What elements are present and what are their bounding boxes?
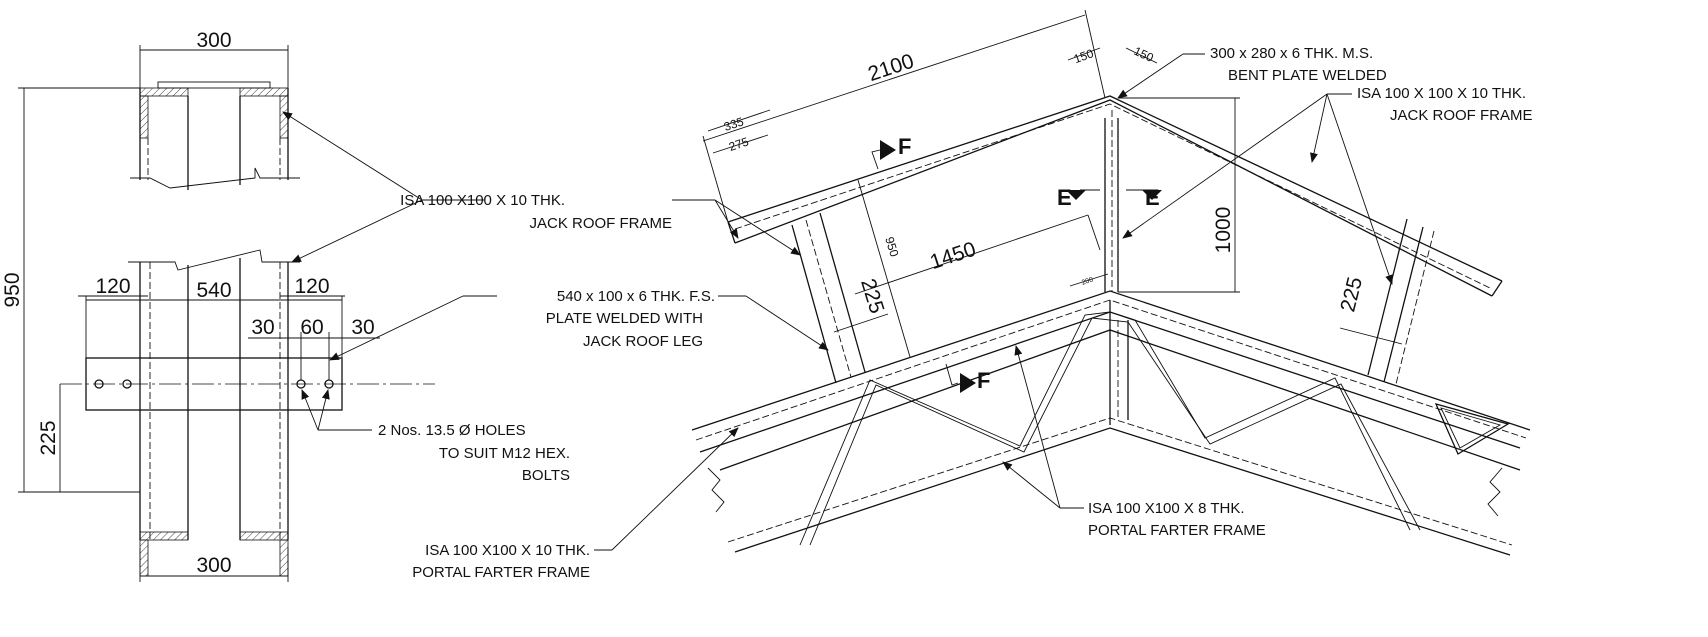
dim-mid-width: 540 — [196, 279, 231, 302]
note-portal-8-2: PORTAL FARTER FRAME — [1088, 522, 1266, 539]
dim-left-120: 120 — [95, 275, 130, 298]
dim-30-right: 30 — [351, 316, 374, 339]
note-bent-plate-2: BENT PLATE WELDED — [1228, 67, 1387, 84]
note-bent-plate-1: 300 x 280 x 6 THK. M.S. — [1210, 45, 1373, 62]
dim-60: 60 — [300, 316, 323, 339]
jack-roof-legs — [791, 212, 1435, 385]
note-jack-frame-2: JACK ROOF FRAME — [529, 215, 672, 232]
top-column-stub — [130, 81, 300, 190]
note-jack-right-2: JACK ROOF FRAME — [1390, 107, 1533, 124]
dim-275: 275 — [727, 134, 751, 154]
dim-950: 950 — [882, 235, 901, 259]
note-holes-1: 2 Nos. 13.5 Ø HOLES — [378, 422, 526, 439]
dim-225-left: 225 — [856, 276, 888, 316]
dim-height-225: 225 — [37, 420, 60, 455]
dim-225-right: 225 — [1336, 275, 1367, 315]
note-portal-8-1: ISA 100 X100 X 8 THK. — [1088, 500, 1245, 517]
note-holes-3: BOLTS — [522, 467, 570, 484]
section-markers: F F E E — [871, 134, 1162, 393]
dim-right-120: 120 — [294, 275, 329, 298]
note-plate-3: JACK ROOF LEG — [583, 333, 703, 350]
dim-1450: 1450 — [927, 238, 979, 275]
bolt-hole — [94, 379, 104, 389]
section-f-bottom: F — [977, 368, 990, 393]
dim-30-left: 30 — [251, 316, 274, 339]
note-holes-2: TO SUIT M12 HEX. — [439, 445, 570, 462]
note-plate-2: PLATE WELDED WITH — [546, 310, 703, 327]
lower-column-legs — [128, 249, 300, 577]
note-portal-10-1: ISA 100 X100 X 10 THK. — [425, 542, 590, 559]
dim-2100: 2100 — [865, 50, 917, 87]
base-plate — [60, 357, 435, 411]
section-f-top: F — [898, 134, 911, 159]
dim-bottom-width: 300 — [196, 554, 231, 577]
bolt-hole — [122, 379, 132, 389]
dim-150-a: 150 — [1072, 46, 1096, 66]
callouts: ISA 100 X100 X 10 THK. JACK ROOF FRAME 5… — [282, 45, 1533, 581]
dim-1000: 1000 — [1212, 207, 1235, 254]
note-portal-10-2: PORTAL FARTER FRAME — [412, 564, 590, 581]
section-e-left: E — [1057, 185, 1072, 210]
dim-200: 200 — [1081, 276, 1094, 286]
dim-top-width: 300 — [196, 29, 231, 52]
left-elevation-view: 300 540 120 120 30 60 30 950 225 30 — [1, 29, 435, 582]
note-jack-frame-1: ISA 100 X100 X 10 THK. — [400, 192, 565, 209]
section-e-right: E — [1145, 185, 1160, 210]
dim-150-b: 150 — [1132, 44, 1156, 65]
portal-rafter — [691, 290, 1531, 556]
dim-335: 335 — [722, 114, 746, 134]
dim-height-950: 950 — [1, 272, 24, 307]
right-dimensions: 2100 150 150 335 275 950 225 1450 200 10… — [702, 9, 1403, 358]
right-roof-view: F F E E 2100 150 150 335 275 — [691, 9, 1531, 556]
note-jack-right-1: ISA 100 X 100 X 10 THK. — [1357, 85, 1526, 102]
note-plate-1: 540 x 100 x 6 THK. F.S. — [557, 288, 715, 305]
left-dimensions: 300 540 120 120 30 60 30 950 225 30 — [1, 29, 380, 582]
